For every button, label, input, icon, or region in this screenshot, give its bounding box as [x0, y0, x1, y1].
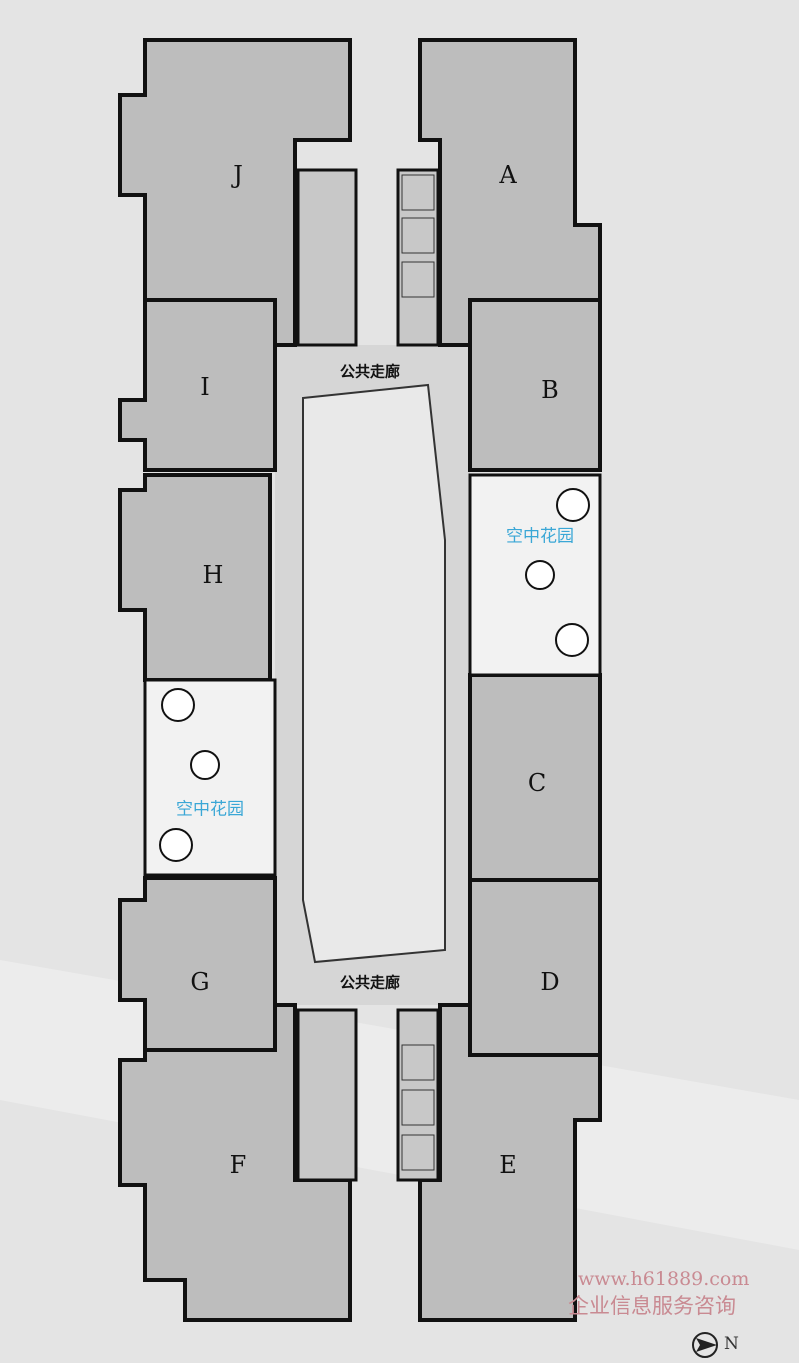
- unit-I-shape: [118, 298, 277, 472]
- unit-label-D: D: [540, 968, 560, 996]
- watermark-text: 企业信息服务咨询: [568, 1294, 736, 1318]
- unit-G-shape: [118, 876, 277, 1052]
- unit-label-E: E: [499, 1151, 517, 1179]
- unit-D-shape: [468, 878, 602, 1057]
- stair-core-bottom: [296, 1008, 358, 1182]
- unit-label-I: I: [200, 373, 210, 401]
- atrium-void: [302, 383, 446, 964]
- garden-label-right: 空中花园: [506, 526, 574, 547]
- unit-label-J: J: [233, 161, 243, 189]
- watermark-url: www.h61889.com: [578, 1268, 750, 1290]
- corridor-label-bottom: 公共走廊: [339, 973, 401, 992]
- unit-label-F: F: [229, 1151, 247, 1179]
- unit-label-A: A: [499, 161, 517, 189]
- unit-H-shape: [118, 473, 272, 682]
- north-arrow-icon: [692, 1332, 718, 1358]
- unit-label-C: C: [527, 769, 547, 797]
- elevator-core-top: [396, 168, 440, 347]
- unit-label-B: B: [541, 376, 559, 404]
- elevator-cars: [401, 174, 435, 1171]
- unit-label-H: H: [202, 561, 224, 589]
- tree-icons: [159, 488, 590, 862]
- stair-core-top: [296, 168, 358, 347]
- unit-F-shape: [118, 1003, 352, 1322]
- unit-label-G: G: [190, 968, 210, 996]
- garden-label-left: 空中花园: [176, 799, 244, 820]
- elevator-core-bottom: [396, 1008, 440, 1182]
- unit-B-shape: [468, 298, 602, 472]
- north-label: N: [724, 1334, 739, 1354]
- corridor-label-top: 公共走廊: [339, 362, 401, 381]
